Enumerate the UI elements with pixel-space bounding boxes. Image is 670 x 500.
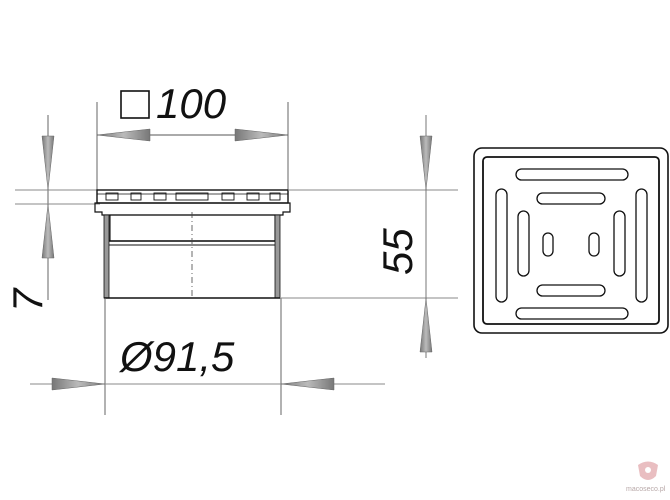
- diameter-dimension: Ø91,5: [30, 298, 385, 415]
- arrow-left-icon: [280, 377, 335, 391]
- square-size-label: 100: [156, 80, 227, 127]
- arrow-down-icon: [419, 135, 433, 191]
- top-view-grate: [473, 147, 669, 334]
- side-section-view: [94, 189, 291, 299]
- watermark-text: macoseco.pl: [626, 486, 666, 493]
- arrow-right-icon: [51, 377, 106, 391]
- thickness-label: 7: [4, 287, 51, 312]
- watermark-logo-icon: [638, 461, 658, 480]
- thickness-dimension: 7: [4, 115, 100, 312]
- square-symbol-icon: [120, 90, 150, 119]
- arrow-right-icon: [234, 128, 289, 142]
- width-dimension: 100: [96, 80, 289, 190]
- arrow-left-icon: [96, 128, 151, 142]
- height-dimension: 55: [281, 115, 458, 358]
- diameter-label: Ø91,5: [118, 333, 235, 380]
- arrow-down-icon: [41, 135, 55, 191]
- arrow-up-icon: [41, 203, 55, 259]
- arrow-up-icon: [419, 297, 433, 353]
- height-label: 55: [374, 228, 421, 275]
